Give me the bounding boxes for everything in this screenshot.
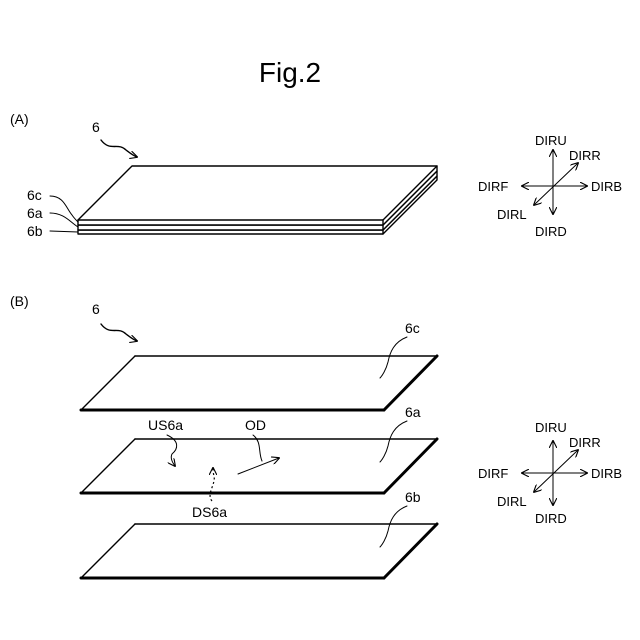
dir-up-label: DIRU xyxy=(535,133,567,148)
panel-b-label: (B) xyxy=(10,293,29,309)
layer-6c-sheet xyxy=(78,166,437,225)
panel-b-stack-leader xyxy=(101,324,137,341)
dir-front-label: DIRF xyxy=(478,179,508,194)
dir-left-label-b: DIRL xyxy=(497,494,527,509)
dir-right-label-b: DIRR xyxy=(569,435,601,450)
laminated-stack xyxy=(78,166,437,234)
sheet-label-6b: 6b xyxy=(405,489,421,505)
panel-a-stack-leader xyxy=(101,140,137,157)
dir-left-label: DIRL xyxy=(497,207,527,222)
layer-label-6b: 6b xyxy=(27,223,43,239)
lower-surface-label: DS6a xyxy=(192,504,227,520)
panel-b-stack-ref: 6 xyxy=(92,301,100,317)
sheet-leader-6b xyxy=(380,506,407,547)
dir-down-label: DIRD xyxy=(535,224,567,239)
orientation-arrow xyxy=(238,458,279,474)
panel-a-stack-ref: 6 xyxy=(92,119,100,135)
panel-a-label: (A) xyxy=(10,111,29,127)
leader-6b xyxy=(50,231,78,232)
lower-surface-arrow xyxy=(210,468,214,501)
sheet-label-6c: 6c xyxy=(405,320,420,336)
direction-legend-b: DIRU DIRR DIRF DIRB DIRL DIRD xyxy=(478,420,622,526)
dir-up-label-b: DIRU xyxy=(535,420,567,435)
sheet-label-6a: 6a xyxy=(405,404,421,420)
dir-back-label: DIRB xyxy=(591,179,622,194)
layer-label-6a: 6a xyxy=(27,205,43,221)
sheet-leader-6a xyxy=(380,421,407,462)
axis-left-right-b xyxy=(534,450,578,492)
axis-left-right xyxy=(534,163,578,205)
upper-surface-label: US6a xyxy=(148,417,183,433)
sheet-6c xyxy=(81,356,437,410)
dir-back-label-b: DIRB xyxy=(591,466,622,481)
leader-6c xyxy=(50,196,78,222)
panel-a: (A) 6 6c 6a 6b xyxy=(10,111,437,239)
direction-legend-a: DIRU DIRR DIRF DIRB DIRL DIRD xyxy=(478,133,622,239)
sheet-6b xyxy=(81,524,437,578)
dir-right-label: DIRR xyxy=(569,148,601,163)
leader-6a xyxy=(50,213,78,227)
orientation-label: OD xyxy=(245,417,266,433)
sheet-leader-6c xyxy=(380,337,407,378)
dir-down-label-b: DIRD xyxy=(535,511,567,526)
dir-front-label-b: DIRF xyxy=(478,466,508,481)
figure-title: Fig.2 xyxy=(259,57,321,88)
panel-b: (B) 6 6c 6a 6b US6a xyxy=(10,293,437,578)
layer-label-6c: 6c xyxy=(27,187,42,203)
